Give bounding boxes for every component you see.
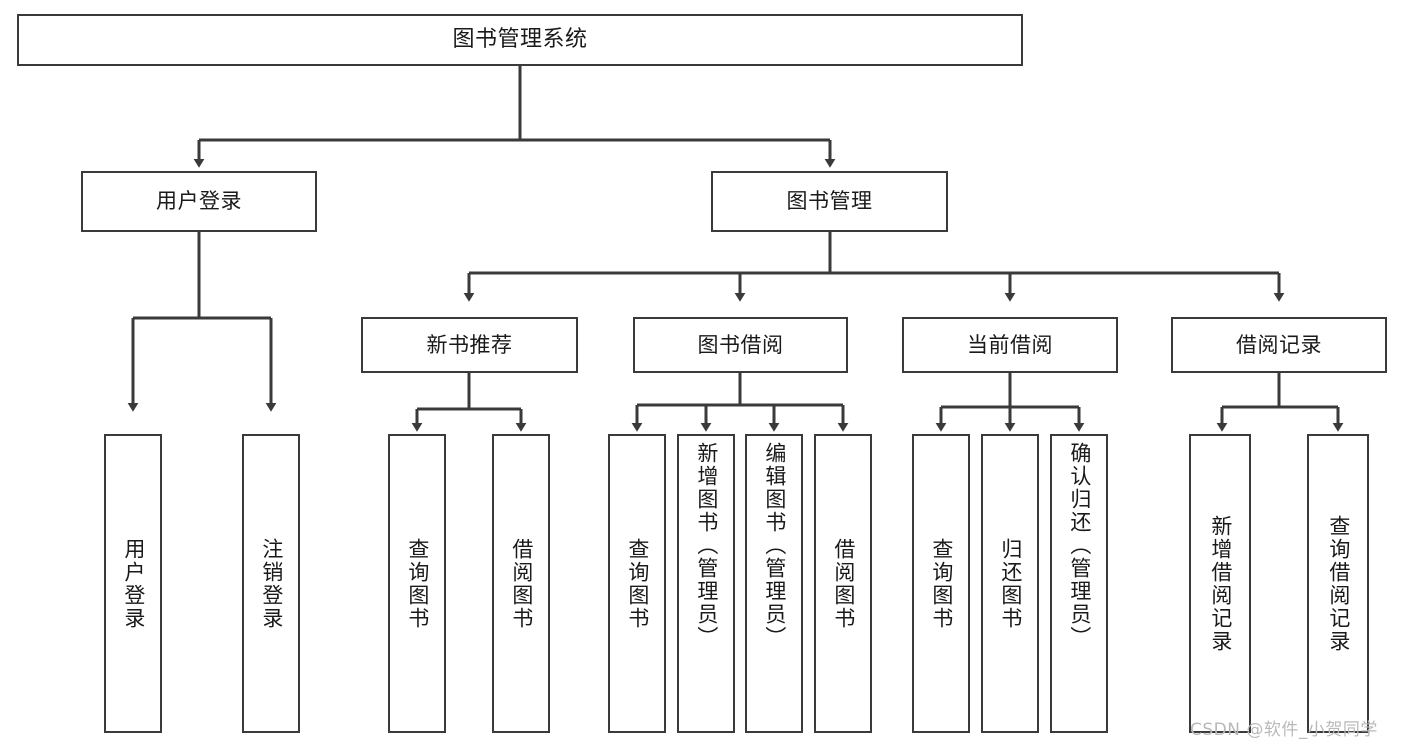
node-leaf-edit-book-label: 编辑图书（管理员） (762, 442, 787, 649)
node-book-borrow-label: 图书借阅 (697, 332, 784, 357)
node-borrow-record-label: 借阅记录 (1236, 332, 1322, 357)
node-current-borrow[interactable]: 当前借阅 (902, 317, 1118, 373)
node-leaf-return-book-label: 归还图书 (998, 537, 1023, 630)
node-leaf-add-book-label: 新增图书（管理员） (694, 442, 719, 649)
node-leaf-confirm-return-label: 确认归还（管理员） (1067, 442, 1092, 649)
node-leaf-borrow-book-2[interactable]: 借阅图书 (814, 434, 872, 733)
csdn-watermark: CSDN @软件_小贺同学 (1190, 720, 1378, 740)
node-leaf-user-login-label: 用户登录 (121, 537, 146, 630)
node-leaf-query-book-1-label: 查询图书 (405, 537, 430, 630)
node-leaf-borrow-book-1-label: 借阅图书 (509, 537, 534, 630)
node-book-manage[interactable]: 图书管理 (711, 171, 948, 232)
node-leaf-confirm-return[interactable]: 确认归还（管理员） (1050, 434, 1108, 733)
node-leaf-user-login[interactable]: 用户登录 (104, 434, 162, 733)
node-leaf-add-record[interactable]: 新增借阅记录 (1189, 434, 1251, 733)
node-book-borrow[interactable]: 图书借阅 (633, 317, 848, 373)
node-new-book-recommend-label: 新书推荐 (426, 332, 513, 357)
node-leaf-return-book[interactable]: 归还图书 (981, 434, 1039, 733)
node-leaf-logout-login[interactable]: 注销登录 (242, 434, 300, 733)
node-leaf-borrow-book-1[interactable]: 借阅图书 (492, 434, 550, 733)
node-leaf-add-book[interactable]: 新增图书（管理员） (677, 434, 735, 733)
node-root-label: 图书管理系统 (452, 27, 588, 53)
node-leaf-query-record[interactable]: 查询借阅记录 (1307, 434, 1369, 733)
node-leaf-borrow-book-2-label: 借阅图书 (831, 537, 856, 630)
node-borrow-record[interactable]: 借阅记录 (1171, 317, 1387, 373)
node-current-borrow-label: 当前借阅 (967, 332, 1053, 357)
node-user-login-label: 用户登录 (156, 189, 242, 214)
node-leaf-query-book-2[interactable]: 查询图书 (608, 434, 666, 733)
node-leaf-query-book-3-label: 查询图书 (929, 537, 954, 630)
node-root[interactable]: 图书管理系统 (17, 14, 1023, 66)
node-leaf-query-book-1[interactable]: 查询图书 (388, 434, 446, 733)
node-leaf-query-record-label: 查询借阅记录 (1326, 514, 1351, 653)
node-leaf-query-book-3[interactable]: 查询图书 (912, 434, 970, 733)
node-book-manage-label: 图书管理 (786, 189, 873, 214)
node-leaf-add-record-label: 新增借阅记录 (1208, 514, 1233, 653)
node-leaf-edit-book[interactable]: 编辑图书（管理员） (745, 434, 803, 733)
node-user-login[interactable]: 用户登录 (81, 171, 317, 232)
node-leaf-logout-login-label: 注销登录 (259, 537, 284, 630)
node-new-book-recommend[interactable]: 新书推荐 (361, 317, 578, 373)
node-leaf-query-book-2-label: 查询图书 (625, 537, 650, 630)
